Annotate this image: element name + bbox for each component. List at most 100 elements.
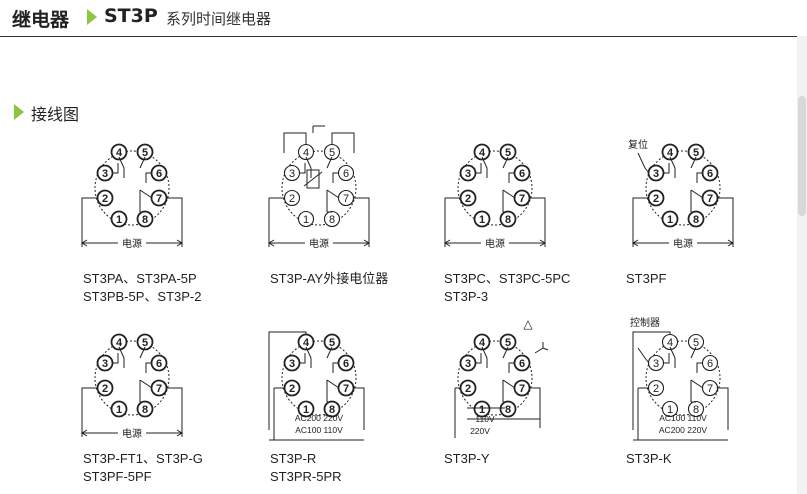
section-arrow-icon: [14, 104, 24, 120]
pin-6-label: 6: [707, 358, 713, 370]
pin-4-label: 4: [303, 147, 309, 159]
pin-7-label: 7: [343, 383, 349, 395]
diagram-caption: ST3P-Y: [444, 450, 490, 468]
caption-line-2: ST3PR-5PR: [270, 469, 342, 484]
pin-4: [661, 143, 679, 161]
pin-8-label: 8: [329, 214, 335, 226]
pin-4-label: 4: [116, 147, 123, 159]
pin-8-label: 8: [329, 404, 335, 416]
diagram-caption: ST3P-FT1、ST3P-G ST3PF-5PF: [83, 450, 203, 486]
socket-outline: [94, 150, 170, 226]
pin-7-label: 7: [707, 193, 713, 205]
pin-2: [283, 379, 301, 397]
pin-1-label: 1: [303, 404, 309, 416]
pin-3-label: 3: [289, 358, 295, 370]
diagram-caption: ST3P-K: [626, 450, 672, 468]
socket-outline: [281, 340, 357, 416]
pin-6-label: 6: [156, 358, 162, 370]
header-arrow-icon: [87, 9, 97, 25]
pin-1-label: 1: [479, 404, 485, 416]
pin-5-label: 5: [693, 147, 699, 159]
power-label: 电源: [122, 237, 142, 250]
pin-2-label: 2: [653, 383, 659, 395]
ac100-label: AC100 110V: [295, 425, 343, 435]
pin-1-label: 1: [116, 214, 122, 226]
diagram-caption: ST3P-R ST3PR-5PR: [270, 450, 342, 486]
caption-line-1: ST3PC、ST3PC-5PC: [444, 271, 571, 286]
pin-5-label: 5: [505, 147, 511, 159]
pin-4: [110, 143, 128, 161]
pin-1-label: 1: [116, 404, 122, 416]
pin-4: [110, 333, 128, 351]
pin-3-label: 3: [465, 358, 471, 370]
pin-1: [473, 400, 491, 418]
ac200-label: AC200 220V: [659, 425, 708, 435]
potentiometer-icon: [306, 169, 320, 189]
pin-1-label: 1: [667, 214, 673, 226]
diagram-caption: ST3PF: [626, 270, 666, 288]
pin-4-label: 4: [303, 337, 310, 349]
pin-4-label: 4: [479, 337, 486, 349]
pin-7-label: 7: [519, 383, 525, 395]
caption-line-2: ST3PF-5PF: [83, 469, 152, 484]
pin-8-label: 8: [505, 214, 511, 226]
caption-line-1: ST3P-K: [626, 451, 672, 466]
pin-3-label: 3: [653, 358, 659, 370]
pin-6-label: 6: [343, 358, 349, 370]
pin-5-label: 5: [693, 337, 699, 349]
socket-outline: [457, 150, 533, 226]
header-model: ST3P: [104, 5, 158, 27]
pin-2-label: 2: [102, 383, 108, 395]
caption-line-1: ST3PA、ST3PA-5P: [83, 271, 197, 286]
pin-4: [473, 143, 491, 161]
pin-6-label: 6: [519, 168, 525, 180]
reset-label: 复位: [628, 138, 648, 151]
pin-2-label: 2: [465, 193, 471, 205]
pin-4-label: 4: [667, 337, 673, 349]
ac100-label: AC100 110V: [659, 413, 707, 423]
pin-1-label: 1: [303, 214, 309, 226]
pin-5: [687, 333, 705, 351]
caption-line-1: ST3P-R: [270, 451, 317, 466]
caption-line-2: ST3PB-5P、ST3P-2: [83, 289, 202, 304]
diagram-caption: ST3P-AY外接电位器: [270, 270, 388, 288]
scrollbar[interactable]: [797, 36, 807, 494]
page-header: 继电器 ST3P 系列时间继电器: [0, 0, 797, 37]
socket-outline: [645, 150, 721, 226]
pin-4: [473, 333, 491, 351]
section-title: 接线图: [31, 105, 80, 124]
controller-label: 控制器: [630, 316, 660, 329]
pin-4-label: 4: [116, 337, 123, 349]
scrollbar-thumb[interactable]: [798, 96, 806, 216]
pin-5: [499, 333, 517, 351]
caption-line-1: ST3PF: [626, 271, 667, 286]
pin-1: [110, 400, 128, 418]
pin-1: [473, 210, 491, 228]
pin-1: [297, 400, 315, 418]
power-label: 电源: [122, 427, 142, 440]
pin-1-label: 1: [667, 404, 673, 416]
pin-1: [661, 400, 679, 418]
header-category: 继电器: [12, 9, 70, 31]
socket-outline: [281, 150, 357, 226]
pin-5-label: 5: [142, 337, 148, 349]
pin-1: [110, 210, 128, 228]
pin-2-label: 2: [653, 193, 659, 205]
pin-8-label: 8: [142, 214, 148, 226]
pin-5: [687, 143, 705, 161]
caption-line-1: ST3P-FT1、ST3P-G: [83, 451, 203, 466]
pin-7-label: 7: [519, 193, 525, 205]
pin-6-label: 6: [156, 168, 162, 180]
pin-5: [323, 333, 341, 351]
pin-5-label: 5: [329, 337, 335, 349]
pin-3-label: 3: [465, 168, 471, 180]
pin-3-label: 3: [289, 168, 295, 180]
pin-8-label: 8: [142, 404, 148, 416]
